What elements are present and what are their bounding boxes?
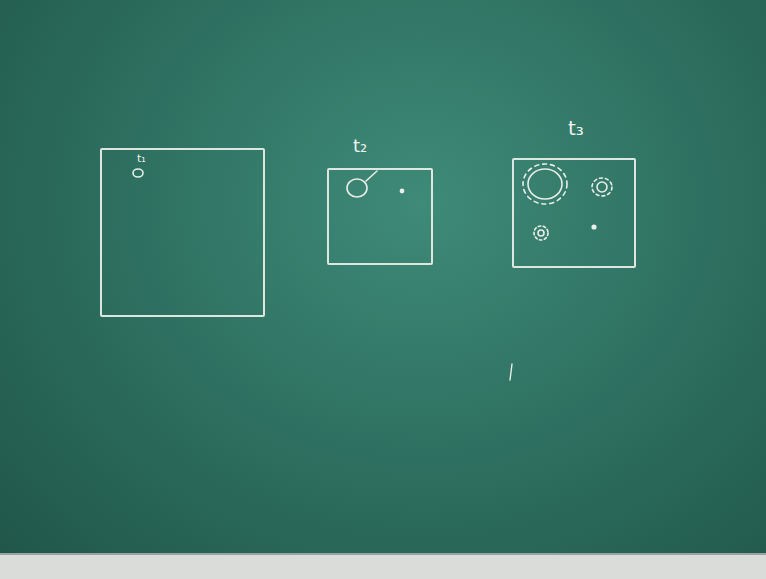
chalk-tray xyxy=(0,553,766,579)
grain-nucleus xyxy=(400,189,403,192)
time-label: t₃ xyxy=(568,117,584,139)
grain xyxy=(347,179,367,197)
time-label: t₂ xyxy=(353,136,367,156)
sample-square: t₂ xyxy=(327,168,433,265)
tray-edge xyxy=(0,553,766,555)
sample-square: t₃ xyxy=(512,158,636,268)
grain xyxy=(528,169,562,199)
time-label: t₁ xyxy=(137,153,146,165)
chalk-mark xyxy=(510,364,512,380)
growth-front xyxy=(523,164,567,204)
leader-line xyxy=(366,171,377,181)
grain xyxy=(538,230,544,236)
grain-nucleus xyxy=(133,169,143,177)
growth-front xyxy=(592,178,612,196)
growth-front xyxy=(534,226,548,240)
grain-nucleus xyxy=(592,225,596,229)
grain xyxy=(597,182,607,192)
sample-square: t₁ xyxy=(100,148,265,317)
